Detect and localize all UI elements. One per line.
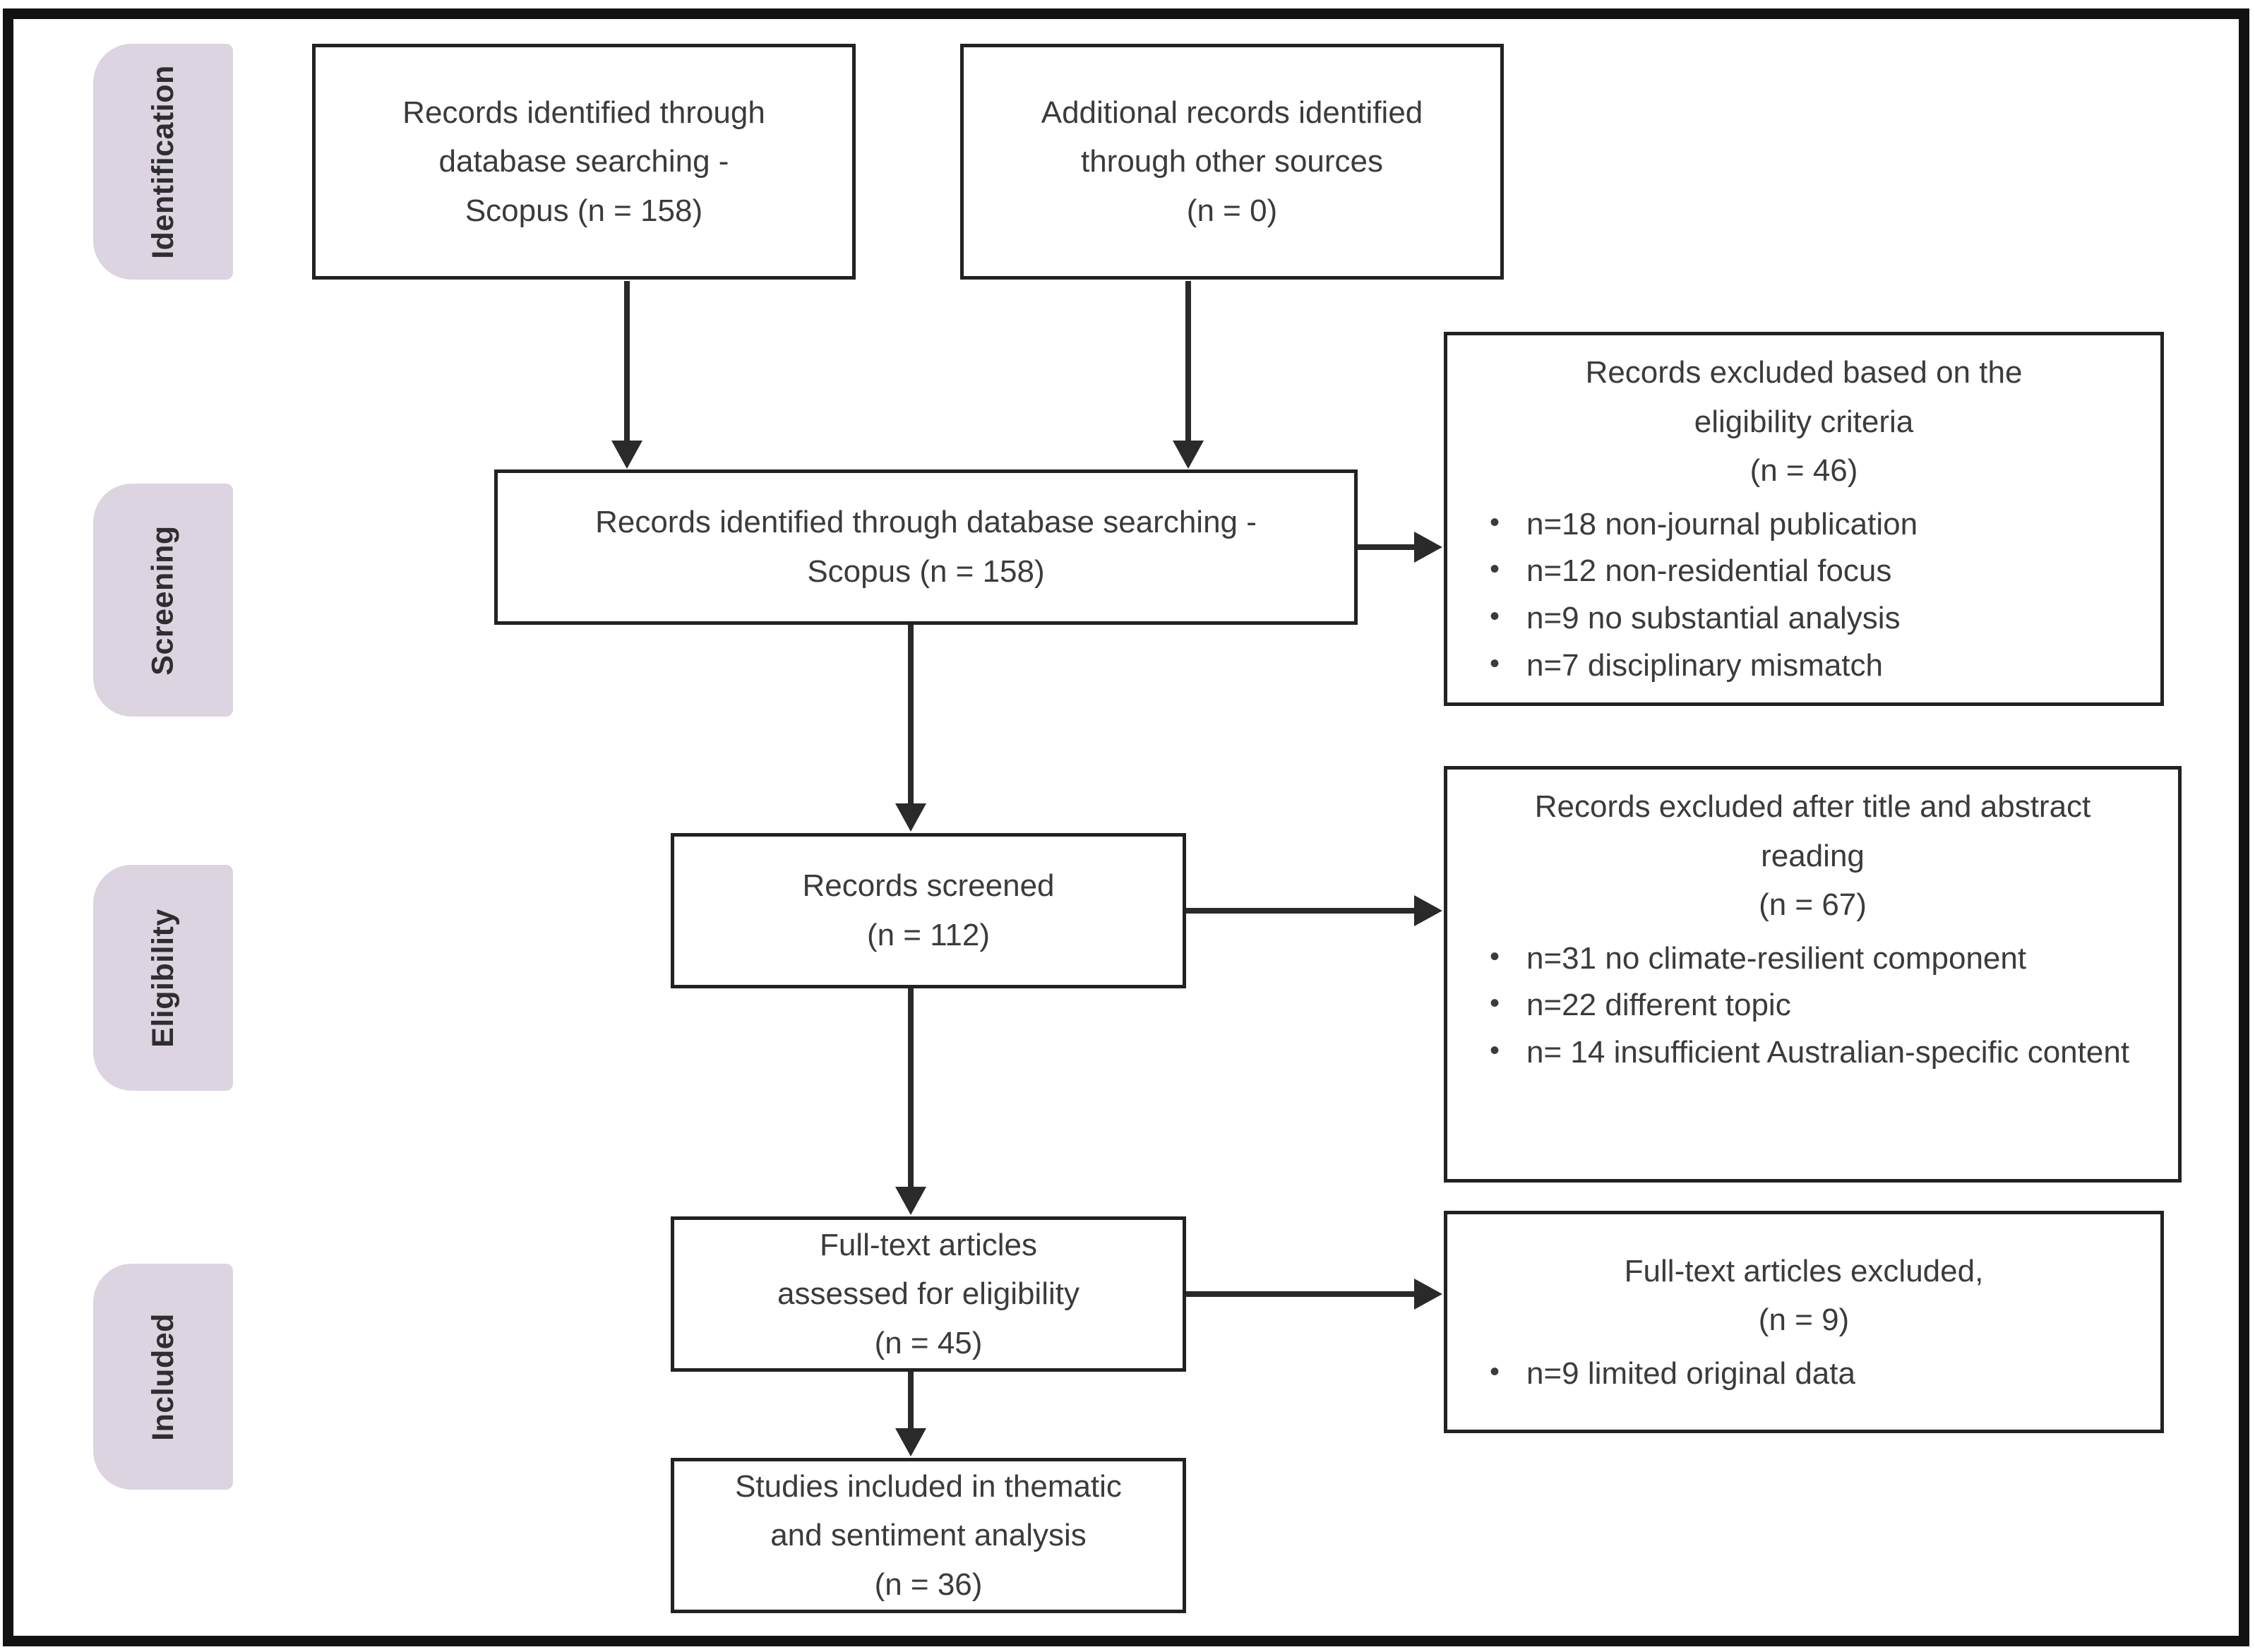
box-records-identified-combined: Records identified through database sear… (494, 469, 1358, 625)
stage-label-eligibility: Eligibility (93, 865, 233, 1091)
exclusion-reason-text: n=9 no substantial analysis (1526, 601, 1901, 636)
stage-label-included-text: Included (145, 1312, 180, 1441)
arrow-combined-to-screened-head (895, 803, 926, 832)
arrow-fulltext-to-included-head (895, 1428, 926, 1456)
exclusion-reason-text: n=22 different topic (1526, 988, 1791, 1023)
arrow-screened-to-excluded2-head (1414, 895, 1442, 926)
exclusion-reason-text: n=7 disciplinary mismatch (1526, 648, 1883, 683)
exclusion-reason: n=12 non-residential focus (1490, 548, 2138, 595)
box-records-screened: Records screened (n = 112) (671, 833, 1186, 988)
exclusion-reason-text: n=18 non-journal publication (1526, 506, 1918, 541)
exclusion-reason: n=9 limited original data (1490, 1351, 2138, 1398)
exclusion-reason: n=22 different topic (1490, 982, 2155, 1029)
box-excluded-title-abstract: Records excluded after title and abstrac… (1444, 766, 2182, 1183)
stage-label-identification: Identification (93, 44, 233, 280)
exclusion-reason: n=9 no substantial analysis (1490, 595, 2138, 642)
exclusion-reason-text: n=31 no climate-resilient component (1526, 940, 2027, 976)
box-fulltext-assessed: Full-text articles assessed for eligibil… (671, 1216, 1186, 1372)
exclusion-reason-text: n=9 limited original data (1526, 1355, 1855, 1391)
box-excluded-eligibility-criteria: Records excluded based on the eligibilit… (1444, 332, 2164, 706)
stage-label-identification-text: Identification (145, 64, 180, 259)
excluded-eligibility-title: Records excluded based on the eligibilit… (1585, 355, 2023, 489)
exclusion-reason-text: n= 14 insufficient Australian-specific c… (1526, 1035, 2130, 1070)
exclusion-reason: n=31 no climate-resilient component (1490, 935, 2155, 983)
box-excluded-fulltext: Full-text articles excluded, (n = 9) n=9… (1444, 1211, 2164, 1433)
box-records-identified-database: Records identified through database sear… (312, 44, 856, 280)
excluded-fulltext-title: Full-text articles excluded, (n = 9) (1624, 1253, 1984, 1338)
arrow-identified-to-combined-head (611, 441, 642, 469)
stage-label-included: Included (93, 1264, 233, 1490)
arrow-additional-to-combined-head (1173, 441, 1204, 469)
excluded-title-abstract-reasons: n=31 no climate-resilient component n=22… (1470, 935, 2155, 1077)
box-studies-included: Studies included in thematic and sentime… (671, 1458, 1186, 1613)
excluded-title-abstract-title: Records excluded after title and abstrac… (1534, 789, 2091, 923)
arrow-fulltext-to-excluded3-head (1414, 1279, 1442, 1310)
stage-label-screening-text: Screening (145, 525, 180, 676)
arrow-screened-to-fulltext-head (895, 1187, 926, 1215)
excluded-eligibility-reasons: n=18 non-journal publication n=12 non-re… (1470, 501, 2138, 690)
box-additional-records: Additional records identified through ot… (960, 44, 1504, 280)
stage-label-screening: Screening (93, 484, 233, 717)
exclusion-reason: n= 14 insufficient Australian-specific c… (1490, 1029, 2155, 1077)
stage-label-eligibility-text: Eligibility (145, 908, 180, 1048)
exclusion-reason-text: n=12 non-residential focus (1526, 553, 1892, 589)
exclusion-reason: n=18 non-journal publication (1490, 501, 2138, 549)
arrow-combined-to-excluded1-head (1414, 532, 1442, 563)
exclusion-reason: n=7 disciplinary mismatch (1490, 642, 2138, 690)
excluded-fulltext-reasons: n=9 limited original data (1470, 1351, 2138, 1398)
